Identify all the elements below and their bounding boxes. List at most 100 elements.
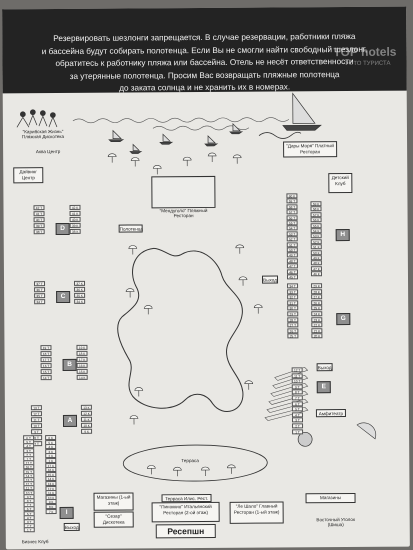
mendugolo-label: "Мендуголо" Пляжный Ресторан bbox=[159, 207, 208, 219]
sunbed-cell: 53 Т bbox=[286, 231, 298, 237]
sunbed-cell: 33 Т bbox=[287, 288, 299, 295]
sunbed-cell: 31 Т bbox=[287, 300, 299, 306]
pinocchio-box: "Пиноккио" Итальянский Ресторан (2-ой эт… bbox=[151, 501, 220, 523]
sunbed-cell: 30 Т bbox=[287, 305, 299, 311]
shops-box-2: Магазины bbox=[305, 492, 356, 504]
sunbed-cell: 52 К bbox=[310, 238, 322, 245]
sunbed-cell: 36 К bbox=[74, 286, 86, 292]
sunbed-cell: 19 К bbox=[76, 344, 88, 350]
sunbed-cell: 42 Т bbox=[33, 205, 45, 211]
sunbed-cell: 15 Т bbox=[40, 369, 52, 375]
sunbed-cell: 17 К bbox=[76, 356, 88, 362]
sunbed-cell: 38 Т bbox=[33, 229, 45, 235]
sunbed-cell: 11 Т bbox=[291, 372, 303, 378]
sailboat-icon bbox=[108, 92, 322, 154]
aqua-center-label: Аква Центр bbox=[35, 149, 61, 155]
people-icon bbox=[16, 109, 58, 128]
sunbed-cell: 46 Т bbox=[286, 268, 298, 275]
sunbed-cell: 13 К bbox=[80, 404, 92, 410]
sunbed-cell: 55 Т bbox=[286, 220, 298, 226]
sunbed-cell: 51 К bbox=[310, 244, 322, 250]
sea-waves bbox=[72, 117, 290, 131]
kids-club-box: Детский Клуб bbox=[328, 172, 353, 194]
sunbed-cell: 9 Т bbox=[31, 429, 43, 435]
sunbed-cell: 21 К bbox=[311, 327, 323, 334]
sunbed-cell: 16 Т bbox=[40, 363, 52, 369]
le-chateau-box: "Ле Шало" Главный Ресторан (1-ый этаж) bbox=[229, 501, 284, 524]
sunbed-cell: 18 К bbox=[76, 350, 88, 356]
reception-box: Ресепшн bbox=[155, 523, 216, 539]
sunbed-cell: 49 К bbox=[310, 255, 322, 261]
sunbed-cell: 12 К bbox=[80, 410, 92, 416]
zone-g-marker: G bbox=[336, 312, 351, 326]
sunbed-cell: 47 Т bbox=[286, 263, 298, 269]
sunbed-cell: 41 Т bbox=[33, 211, 45, 217]
sunbed-cell: 57 К bbox=[310, 211, 322, 218]
sunbed-cell: 10 Т bbox=[291, 378, 303, 384]
sunbed-cell: 56 К bbox=[310, 217, 322, 223]
sunbed-cell: 5 Т bbox=[291, 406, 303, 412]
sunbed-cell: 55 К bbox=[310, 222, 322, 228]
sunbed-cell: 59 Т bbox=[286, 198, 298, 204]
sunbed-cell: 54 К bbox=[310, 228, 322, 234]
sunbed-cell: 14 К bbox=[76, 374, 88, 380]
sunbed-cell: 26 Т bbox=[287, 328, 299, 334]
sunbed-cell: 50 Т bbox=[286, 247, 298, 253]
sunbed-cell: 9 Т bbox=[291, 384, 303, 390]
sunbed-cell: 48 К bbox=[310, 260, 322, 266]
zone-a-marker: A bbox=[62, 414, 78, 428]
sunbed-cell: 48 Т bbox=[286, 258, 298, 264]
sunbed-cell: 12 Т bbox=[291, 367, 303, 373]
exit-box-2: Выход bbox=[316, 363, 333, 372]
sunbed-cell: 34 Т bbox=[34, 299, 46, 305]
sunbed-cell: 60 К bbox=[286, 193, 298, 199]
sunbed-cell: 37 Т bbox=[34, 281, 46, 287]
sunbed-cell: 58 Т bbox=[286, 204, 298, 210]
sunbed-cell: 16 К bbox=[76, 362, 88, 368]
amphitheater-box: Амфитеатр bbox=[315, 409, 346, 418]
sunbed-cell: 53 К bbox=[310, 233, 322, 239]
zone-b-marker: B bbox=[62, 358, 77, 372]
sunbed-cell: 34 Т bbox=[287, 283, 299, 289]
sunbed-cell: 22 К bbox=[311, 322, 323, 328]
sunbed-cell: 39 К bbox=[69, 222, 81, 228]
umbrella-icons bbox=[107, 152, 263, 477]
sunbed-cell: 14 Т bbox=[40, 375, 52, 381]
sunbed-cell: 34 К bbox=[74, 298, 86, 304]
sunbed-cell: 32 Т bbox=[287, 294, 299, 300]
sunbed-cell: 4 Т bbox=[291, 412, 303, 418]
zone-d-marker: D bbox=[55, 222, 70, 236]
sunbed-cell: 7 К bbox=[45, 508, 57, 514]
shops-box-1: Магазины (1-ый этаж) bbox=[93, 492, 134, 511]
sunbed-cell: 40 К bbox=[69, 216, 81, 222]
diving-center-box: Дайвинг Центр bbox=[13, 167, 44, 184]
terrace-label: Терраса bbox=[181, 458, 199, 464]
sunbed-cell: 58 К bbox=[310, 206, 322, 212]
sunbed-cell: 8 Т bbox=[291, 389, 303, 395]
caribbean-disco-label: "Карибская Жизнь" Пляжная Дискотека bbox=[21, 128, 65, 140]
sunbed-cell: 6 Т bbox=[291, 400, 303, 406]
sunbed-cell: 17 Т bbox=[40, 357, 52, 363]
sunbed-cell: 28 Т bbox=[287, 316, 299, 323]
sunbed-cell: 27 К bbox=[311, 294, 323, 300]
exit-box-1: Выход bbox=[261, 275, 279, 284]
sunbed-cell: 36 Т bbox=[34, 287, 46, 293]
terrace-oval bbox=[122, 444, 268, 482]
sunbed-cell: 40 Т bbox=[33, 217, 45, 223]
sunbed-cell: 15 К bbox=[76, 368, 88, 374]
sunbed-cell: 13 Т bbox=[30, 405, 42, 411]
sunbed-cell: 51 Т bbox=[286, 241, 298, 248]
sunbed-cell: 10 Т bbox=[31, 423, 43, 429]
sunbed-cell: 12 Т bbox=[30, 411, 42, 417]
mendugolo-restaurant bbox=[151, 175, 216, 209]
map-drawing bbox=[16, 92, 377, 482]
oriental-corner-label: Восточный Уголок (Шиша) bbox=[316, 516, 355, 528]
sunbed-cell: 49 Т bbox=[286, 252, 298, 258]
sunbed-cell: 25 Т bbox=[287, 333, 299, 339]
sunbed-cell: 45 Т bbox=[286, 274, 299, 280]
sunbed-cell: 52 Т bbox=[286, 236, 298, 242]
sunbed-cell: 29 К bbox=[311, 283, 323, 289]
zone-h-marker: H bbox=[335, 228, 350, 242]
sunbed-cell: 35 Т bbox=[34, 293, 46, 299]
sunbed-cell: 11 К bbox=[80, 416, 93, 422]
